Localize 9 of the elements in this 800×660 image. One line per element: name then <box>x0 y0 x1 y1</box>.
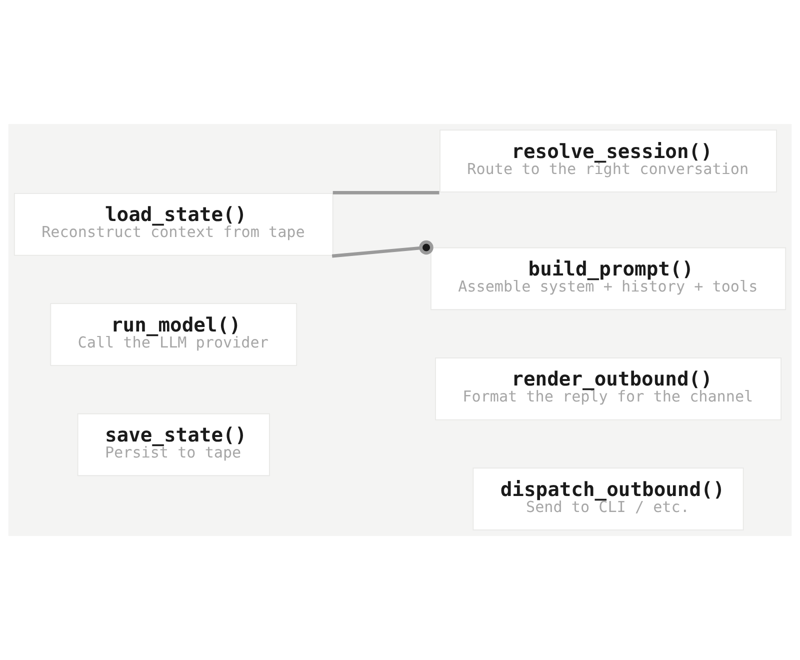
connector <box>332 191 440 194</box>
connector <box>332 240 434 258</box>
node-box: resolve_session() Route to the right conversation <box>440 130 777 192</box>
node-box: dispatch_outbound() Send to CLI / etc. <box>472 468 744 530</box>
node-box: load_state() Reconstruct context from tape <box>14 192 334 256</box>
node-box: save_state() Persist to tape <box>77 413 270 476</box>
node-box: run_model() Call the LLM provider <box>50 303 298 366</box>
node-box: build_prompt() Assemble system + history + tools <box>430 247 786 310</box>
node-box: render_outbound() Format the reply for the channel <box>435 357 782 420</box>
